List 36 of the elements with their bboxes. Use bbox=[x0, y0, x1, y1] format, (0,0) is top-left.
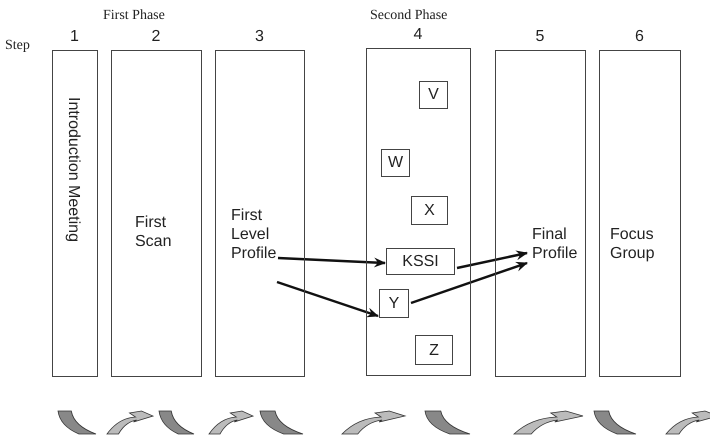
step-label: X bbox=[423, 201, 436, 220]
arrow bbox=[278, 256, 386, 268]
step-box bbox=[111, 50, 202, 377]
phase-heading: Second Phase bbox=[370, 8, 448, 24]
item-box bbox=[386, 248, 455, 275]
step-box bbox=[52, 50, 98, 377]
step-number: 2 bbox=[152, 28, 160, 46]
arrow bbox=[276, 280, 379, 318]
item-box bbox=[419, 81, 448, 109]
step-label: V bbox=[427, 85, 440, 104]
step-box bbox=[599, 50, 681, 377]
row-label: Step bbox=[5, 38, 30, 54]
step-number: 5 bbox=[536, 28, 544, 46]
item-box bbox=[411, 196, 448, 225]
item-box bbox=[379, 289, 409, 318]
step-label: Z bbox=[428, 341, 440, 360]
step-label: First Level Profile bbox=[231, 206, 278, 263]
item-box bbox=[381, 149, 410, 177]
step-box bbox=[215, 50, 305, 377]
step-number: 6 bbox=[635, 28, 644, 46]
step-label: Y bbox=[388, 294, 400, 313]
step-label: Introduction Meeting bbox=[64, 97, 83, 242]
step-label: First Scan bbox=[135, 213, 172, 251]
step-label: Focus Group bbox=[610, 225, 656, 263]
phase-heading: First Phase bbox=[103, 8, 165, 24]
step-box bbox=[366, 48, 471, 376]
item-box bbox=[415, 335, 453, 365]
step-label: KSSI bbox=[401, 252, 440, 271]
arrow bbox=[456, 250, 528, 270]
step-number: 3 bbox=[255, 28, 264, 46]
step-label: Final Profile bbox=[532, 225, 578, 263]
step-label: W bbox=[386, 153, 404, 172]
step-box bbox=[495, 50, 586, 377]
arrow bbox=[410, 262, 528, 304]
step-number: 1 bbox=[70, 28, 79, 46]
step-number: 4 bbox=[414, 26, 422, 44]
